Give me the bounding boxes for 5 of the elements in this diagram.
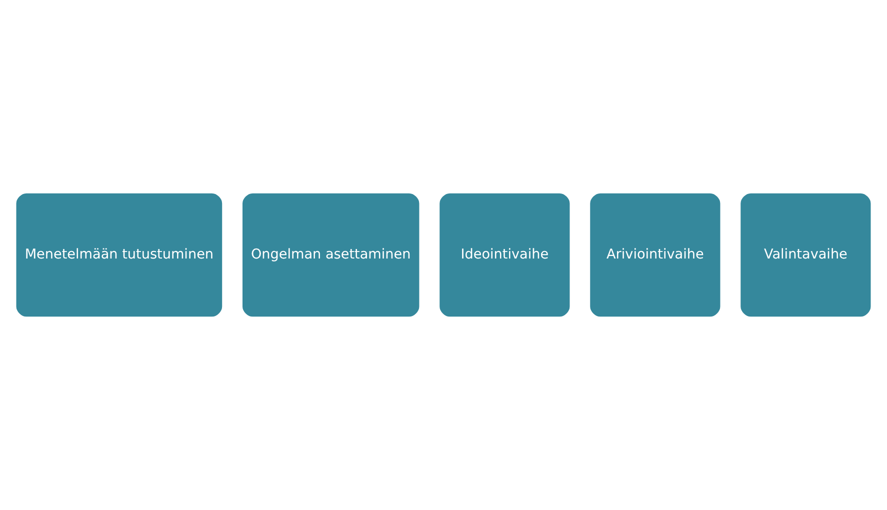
- node-box: Ideointivaihe: [436, 190, 573, 320]
- node-box: Valintavaihe: [738, 190, 874, 320]
- node-box: Menetelmään tutustuminen: [13, 190, 226, 320]
- node-box: Ongelman asettaminen: [240, 190, 422, 320]
- node-box: Ariviointivaihe: [587, 190, 724, 320]
